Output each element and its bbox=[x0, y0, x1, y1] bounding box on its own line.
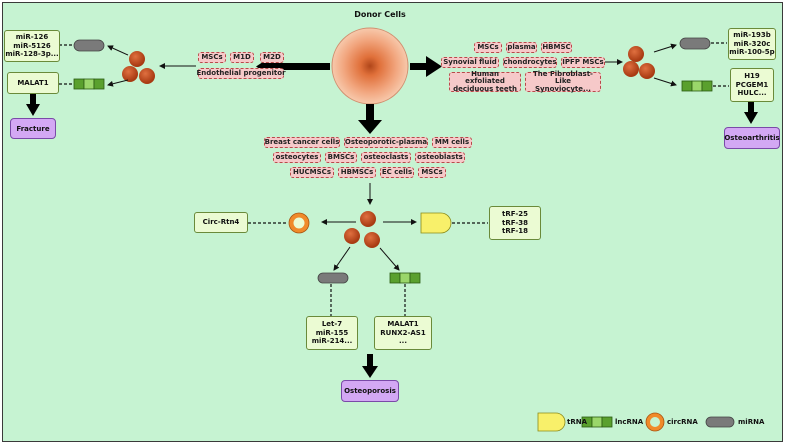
donor-cell bbox=[331, 27, 409, 105]
center-circ-box: Circ-Rtn4 bbox=[194, 212, 248, 233]
center-trna-icon bbox=[420, 212, 452, 234]
center-mirna-box: Let-7 miR-155 miR-214... bbox=[306, 316, 358, 350]
outcome-osteoporosis: Osteoporosis bbox=[341, 380, 399, 402]
outcome-fracture: Fracture bbox=[10, 118, 56, 139]
right-mirna-2: miR-320c bbox=[733, 39, 771, 48]
legend-circrna-icon bbox=[645, 412, 665, 432]
left-tag-m2d: M2D bbox=[260, 52, 284, 63]
left-tag-m1d: M1D bbox=[230, 52, 254, 63]
center-mirna-1: Let-7 bbox=[321, 319, 343, 328]
right-tag-hbmsc: HBMSC bbox=[541, 42, 572, 53]
legend-lncrna-label: lncRNA bbox=[615, 418, 644, 426]
arrow-center-lnc bbox=[379, 247, 400, 271]
arrow-to-fracture bbox=[26, 94, 40, 116]
right-mirna-3: miR-100-5p bbox=[729, 48, 775, 57]
arrow-left-vesicles-mirna bbox=[107, 45, 129, 56]
right-lnc-3: HULC... bbox=[737, 89, 767, 98]
center-lnc-1: MALAT1 bbox=[387, 319, 419, 328]
right-lnc-1: H19 bbox=[744, 71, 760, 80]
left-mirna-box: miR-126 miR-5126 miR-128-3p... bbox=[4, 30, 60, 62]
center-mirna-2: miR-155 bbox=[315, 328, 349, 337]
arrow-right-vesicles-lnc bbox=[653, 77, 677, 87]
left-tag-mscs: MSCs bbox=[198, 52, 226, 63]
center-lncrna-icon bbox=[389, 272, 421, 284]
center-tag-bmscs: BMSCs bbox=[325, 152, 357, 163]
right-lnc-box: H19 PCGEM1 HULC... bbox=[730, 68, 774, 102]
diagram-title: Donor Cells bbox=[354, 10, 406, 19]
arrow-left-vesicles-lnc bbox=[107, 79, 129, 87]
left-lncrna-icon bbox=[73, 78, 105, 90]
center-lnc-3: ... bbox=[399, 337, 407, 346]
center-trna-3: tRF-18 bbox=[502, 227, 528, 236]
left-lnc-1: MALAT1 bbox=[17, 78, 49, 87]
arrow-to-osteoarthritis bbox=[744, 102, 758, 124]
right-tag-ipfp: IPFP MSCs bbox=[561, 57, 605, 68]
right-tag-plasma: plasma bbox=[506, 42, 537, 53]
legend-trna-icon bbox=[537, 412, 566, 432]
center-tag-osteoblasts: osteoblasts bbox=[415, 152, 465, 163]
center-tag-ec-cells: EC cells bbox=[380, 167, 414, 178]
center-mirna-3: miR-214... bbox=[311, 337, 353, 346]
legend-mirna-label: miRNA bbox=[738, 418, 765, 426]
center-circrna-icon bbox=[288, 212, 310, 234]
center-mirna-icon bbox=[317, 272, 349, 284]
right-mirna-icon bbox=[679, 37, 711, 50]
arrow-to-osteoporosis bbox=[362, 354, 378, 378]
center-lnc-2: RUNX2-AS1 bbox=[380, 328, 426, 337]
center-tag-osteocytes: osteocytes bbox=[273, 152, 321, 163]
left-lnc-box: MALAT1 bbox=[7, 72, 59, 94]
right-tag-mscs: MSCs bbox=[474, 42, 502, 53]
center-tag-osteoclasts: osteoclasts bbox=[361, 152, 411, 163]
center-circ-1: Circ-Rtn4 bbox=[202, 218, 240, 227]
right-lnc-2: PCGEM1 bbox=[735, 80, 769, 89]
left-mirna-icon bbox=[73, 39, 105, 52]
center-trna-2: tRF-38 bbox=[502, 218, 528, 227]
right-tag-chondrocytes: chondrocytes bbox=[503, 57, 557, 68]
center-trna-1: tRF-25 bbox=[502, 209, 528, 218]
outcome-osteoarthritis: Osteoarthritis bbox=[724, 127, 780, 149]
left-vesicles bbox=[122, 51, 155, 84]
arrow-center-mirna bbox=[333, 246, 351, 271]
center-vesicles bbox=[344, 211, 380, 248]
right-tag-synovial: Synovial fluid bbox=[441, 57, 499, 68]
center-tag-breast-cancer: Breast cancer cells bbox=[264, 137, 340, 148]
right-vesicles bbox=[623, 46, 655, 79]
left-tag-endothelial: Endothelial progenitor bbox=[196, 68, 286, 79]
legend-trna-label: tRNA bbox=[567, 418, 588, 426]
legend-lncrna-icon bbox=[581, 416, 613, 428]
big-arrow-down bbox=[358, 104, 382, 134]
big-arrow-right bbox=[410, 56, 442, 77]
center-tag-hbmscs: HBMSCs bbox=[338, 167, 376, 178]
left-mirna-2: miR-5126 bbox=[13, 41, 51, 50]
center-trna-box: tRF-25 tRF-38 tRF-18 bbox=[489, 206, 541, 240]
legend-mirna-icon bbox=[705, 416, 735, 428]
right-mirna-box: miR-193b miR-320c miR-100-5p bbox=[728, 28, 776, 60]
arrow-right-vesicles-mirna bbox=[653, 43, 677, 53]
center-tag-hucmscs: HUCMSCs bbox=[290, 167, 334, 178]
center-lnc-box: MALAT1 RUNX2-AS1 ... bbox=[374, 316, 432, 350]
legend-circrna-label: circRNA bbox=[667, 418, 698, 426]
left-mirna-3: miR-128-3p... bbox=[5, 50, 59, 59]
left-mirna-1: miR-126 bbox=[15, 32, 49, 41]
right-tag-human-exfoliated: Human exfoliated deciduous teeth bbox=[449, 70, 521, 92]
right-lncrna-icon bbox=[681, 80, 713, 92]
right-tag-fibroblast: The Fibroblast-Like Synoviocyte... bbox=[525, 70, 601, 92]
center-tag-mscs: MSCs bbox=[418, 167, 446, 178]
center-tag-osteoporotic-plasma: Osteoporotic-plasma bbox=[344, 137, 428, 148]
center-tag-mm-cells: MM cells bbox=[432, 137, 472, 148]
right-mirna-1: miR-193b bbox=[733, 30, 771, 39]
